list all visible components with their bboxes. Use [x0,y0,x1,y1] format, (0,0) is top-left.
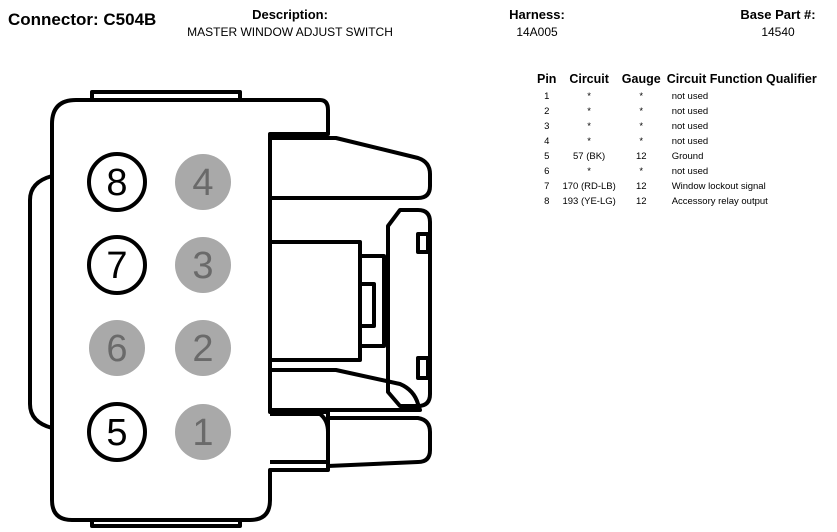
circuit-cell: 57 (BK) [573,151,606,162]
table-row: 8 193 (YE-LG) 12 Accessory relay output [534,194,820,209]
connector-housing [50,98,330,522]
upper-latch-arm [270,136,432,200]
bottom-latch [270,412,432,468]
table-row: 7 170 (RD-LB) 12 Window lockout signal [534,179,820,194]
table-row: 3 * * not used [534,119,820,134]
pin-3-cavity [175,237,231,293]
function-cell: not used [671,106,709,117]
header-circuit: Circuit [569,72,609,86]
function-cell: Accessory relay output [671,196,768,207]
function-cell: not used [671,136,709,147]
pin-3-label: 3 [192,245,213,287]
function-cell: not used [671,166,709,177]
pin-cell: 8 [544,196,550,207]
pin-cell: 2 [544,106,550,117]
pin-cavities: 8 4 7 3 6 2 5 1 [87,152,231,462]
center-block [270,240,362,362]
gauge-cell: 12 [635,151,647,162]
header-pin: Pin [537,72,557,86]
pin-6-cavity [89,320,145,376]
pin-5-cavity [87,402,147,462]
description-label: Description: [252,7,328,22]
table-row: 1 * * not used [534,89,820,104]
gauge-cell: * [639,166,644,177]
pin-cell: 6 [544,166,550,177]
circuit-cell: * [587,91,591,102]
connector-title: Connector: C504B [8,10,157,29]
pin-1-cavity [175,404,231,460]
center-slot-inner [362,282,376,328]
gauge-cell: * [639,106,644,117]
pin-8-cavity [87,152,147,212]
function-cell: Ground [671,151,704,162]
function-cell: Window lockout signal [671,181,766,192]
lock-notch-lower [416,356,430,380]
pin-2-cavity [175,320,231,376]
lock-notch-upper [416,232,430,254]
circuit-cell: * [587,136,591,147]
gauge-cell: 12 [635,196,647,207]
housing-side-tab [28,174,53,430]
pin-cell: 4 [544,136,550,147]
circuit-cell: 170 (RD-LB) [562,181,616,192]
pin-7-label: 7 [106,245,127,287]
pin-cell: 7 [544,181,550,192]
pin-cell: 5 [544,151,550,162]
pin-5-label: 5 [106,412,127,454]
housing-top-lip [90,90,242,100]
table-row: 4 * * not used [534,134,820,149]
harness-value: 14A005 [516,25,558,39]
pin-2-label: 2 [192,328,213,370]
pin-cell: 1 [544,91,550,102]
table-row: 6 * * not used [534,164,820,179]
gauge-cell: * [639,136,644,147]
housing-bottom-lip [90,520,242,528]
base-part-value: 14540 [761,25,795,39]
function-cell: not used [671,91,709,102]
pin-7-cavity [87,235,147,295]
pin-cell: 3 [544,121,550,132]
harness-label: Harness: [509,7,565,22]
header-gauge: Gauge [621,72,661,86]
table-row: 2 * * not used [534,104,820,119]
circuit-cell: * [587,106,591,117]
pin-4-cavity [175,154,231,210]
center-slot [360,254,386,348]
pin-4-label: 4 [192,162,213,204]
base-part-label: Base Part #: [740,7,816,22]
gauge-cell: 12 [635,181,647,192]
pin-table: Pin Circuit Gauge Circuit Function Quali… [534,72,820,209]
header-function: Circuit Function Qualifier [666,72,817,86]
gauge-cell: * [639,91,644,102]
pin-8-label: 8 [106,162,127,204]
table-row: 5 57 (BK) 12 Ground [534,149,820,164]
circuit-cell: * [587,166,591,177]
circuit-cell: * [587,121,591,132]
pin-1-label: 1 [192,412,213,454]
function-cell: not used [671,121,709,132]
table-header-row: Pin Circuit Gauge Circuit Function Quali… [534,72,820,89]
description-value: MASTER WINDOW ADJUST SWITCH [187,25,393,39]
circuit-cell: 193 (YE-LG) [562,196,616,207]
gauge-cell: * [639,121,644,132]
pin-6-label: 6 [106,328,127,370]
lower-latch-arm [270,368,422,412]
